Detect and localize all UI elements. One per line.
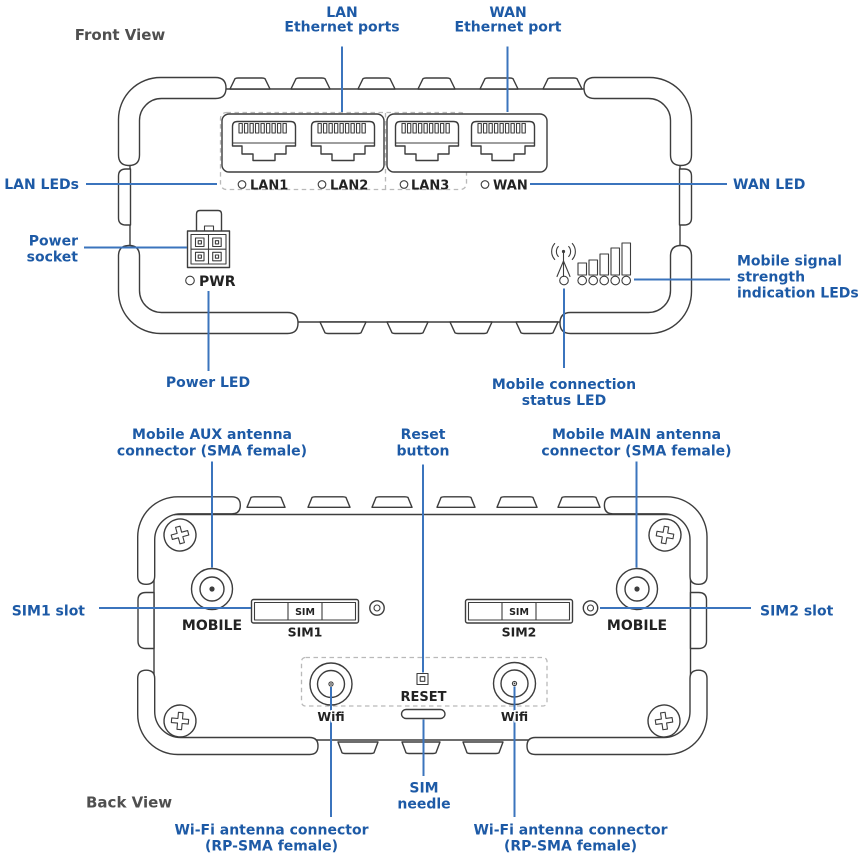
- reset-callout-line1: Reset: [401, 427, 446, 443]
- back-right-side-tab: [689, 591, 708, 650]
- lan-ports-callout-line2: Ethernet ports: [284, 20, 399, 36]
- wan-led-icon: [480, 180, 490, 189]
- back-corner-bumpers: [137, 496, 708, 756]
- sim-needle-slot-icon: [400, 708, 446, 720]
- wifi-right-callout-line1: Wi-Fi antenna connector: [473, 823, 667, 839]
- sim-needle-callout-line2: needle: [397, 797, 450, 813]
- mobile-status-callout-line2: status LED: [522, 393, 606, 409]
- lan1-led-label: LAN1: [250, 179, 288, 194]
- power-socket-callout-line2: socket: [27, 250, 79, 266]
- lan3-led-label: LAN3: [411, 179, 449, 194]
- mobile-signal-callout-line2: strength: [737, 270, 805, 286]
- lan3-led-icon: [399, 180, 409, 189]
- wan-port-callout-line1: WAN: [489, 5, 526, 21]
- mobile-main-callout-line1: Mobile MAIN antenna: [552, 427, 721, 443]
- mobile-main-connector-icon: [615, 567, 659, 611]
- mobile-aux-callout-line1: Mobile AUX antenna: [132, 427, 292, 443]
- front-view-device: LAN1 LAN2 LAN3 WAN PWR: [117, 76, 693, 335]
- lan-ports-callout-line1: LAN: [326, 5, 357, 21]
- mobile-aux-connector-icon: [190, 567, 234, 611]
- reset-callout-line2: button: [397, 444, 450, 460]
- sim1-slot-callout: SIM1 slot: [12, 604, 86, 620]
- pwr-label: PWR: [199, 274, 236, 290]
- sim-needle-callout-line1: SIM: [409, 781, 438, 797]
- mobile-signal-callout-line3: indication LEDs: [737, 286, 859, 302]
- front-view-title: Front View: [75, 26, 166, 44]
- signal-led-row: [559, 275, 632, 286]
- power-led-callout: Power LED: [166, 375, 250, 391]
- mobile-right-label: MOBILE: [607, 618, 667, 634]
- lan2-led-label: LAN2: [330, 179, 368, 194]
- lan-leds-callout: LAN LEDs: [4, 177, 79, 193]
- lan2-led-icon: [317, 180, 327, 189]
- radio-tower-icon: [551, 242, 576, 278]
- mobile-left-label: MOBILE: [182, 618, 242, 634]
- front-bottom-tabs: [319, 321, 559, 335]
- wifi-left-label: Wifi: [317, 709, 344, 724]
- mobile-signal-cluster: [551, 242, 632, 286]
- wifi-right-label: Wifi: [501, 709, 528, 724]
- sim1-chip-label: SIM: [295, 607, 315, 618]
- wifi-left-callout-line2: (RP-SMA female): [205, 839, 338, 855]
- mobile-status-callout-line1: Mobile connection: [492, 377, 636, 393]
- wan-port-callout-line2: Ethernet port: [455, 20, 562, 36]
- reset-label: RESET: [400, 690, 446, 705]
- wan-led-label: WAN: [493, 179, 528, 194]
- power-led-icon: [185, 275, 195, 286]
- power-socket-icon: [186, 209, 231, 269]
- back-top-tabs: [246, 496, 601, 508]
- mobile-aux-callout-line2: connector (SMA female): [117, 444, 307, 460]
- sim2-chip-label: SIM: [509, 607, 529, 618]
- power-socket-callout-line1: Power: [29, 234, 78, 250]
- wifi-left-callout-line1: Wi-Fi antenna connector: [174, 823, 368, 839]
- sim1-label: SIM1: [288, 625, 323, 640]
- back-bottom-tabs: [337, 741, 504, 755]
- front-right-side-tab: [678, 168, 693, 226]
- mobile-main-callout-line2: connector (SMA female): [541, 444, 731, 460]
- front-led-row: LAN1 LAN2 LAN3 WAN: [237, 179, 528, 194]
- wifi-right-callout-line2: (RP-SMA female): [504, 839, 637, 855]
- sim2-label: SIM2: [502, 625, 537, 640]
- wan-led-callout: WAN LED: [733, 177, 805, 193]
- leader-lines: [84, 46, 751, 817]
- front-left-side-tab: [117, 168, 132, 226]
- signal-bars-icon: [577, 242, 632, 276]
- wifi-reset-dashed-outline: [300, 656, 548, 707]
- reset-button-icon: [416, 672, 429, 686]
- sim2-slot-callout: SIM2 slot: [760, 604, 834, 620]
- mobile-status-led-icon: [559, 275, 569, 286]
- back-left-side-tab: [137, 591, 155, 650]
- lan1-led-icon: [237, 180, 247, 189]
- back-view-title: Back View: [86, 794, 172, 812]
- mobile-signal-callout-line1: Mobile signal: [737, 254, 842, 270]
